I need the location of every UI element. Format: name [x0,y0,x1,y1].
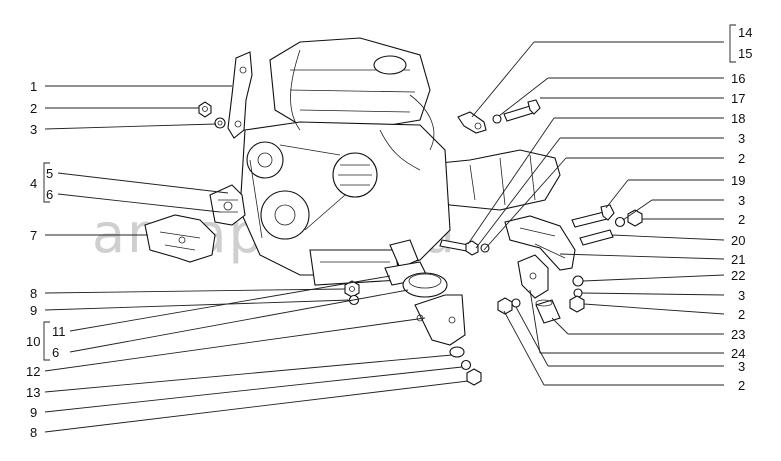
leader-lines [44,41,725,433]
washer-icon [214,117,226,129]
callout-label: 23 [731,327,745,342]
bolt-head-icon [527,99,541,115]
callout-label: 3 [738,359,745,374]
engine-block [239,37,561,286]
callout-label: 10 [26,334,40,349]
washer-icon [614,216,626,228]
valve-cover [269,37,431,131]
callout-label: 21 [731,252,745,267]
callout-label: 2 [738,212,745,227]
left-support-bracket [144,214,216,263]
washer-icon [572,275,584,287]
nut-icon [465,240,479,256]
right-callouts: 14 15 16 17 18 3 2 19 3 2 20 21 22 3 2 2… [731,25,752,393]
spacer-sleeve [535,299,561,324]
callout-label: 4 [30,176,37,191]
nut-icon [497,297,513,315]
washer-icon [449,346,465,358]
callout-label: 18 [731,111,745,126]
rear-mount-plate [389,239,419,269]
left-callouts: 1 2 3 4 5 6 7 8 9 10 11 6 12 13 9 8 [26,79,66,440]
bolt-icon [579,229,614,246]
washer-icon [460,359,472,371]
nut-icon [198,101,212,118]
callout-label: 9 [30,303,37,318]
callout-label: 3 [30,122,37,137]
lower-support-bracket [517,254,549,299]
callout-label: 3 [738,288,745,303]
callout-label: 22 [731,268,745,283]
nut-icon [466,368,482,386]
callout-label: 2 [738,378,745,393]
washer-icon [573,288,583,298]
callout-label: 2 [738,307,745,322]
oil-filler-cap [373,55,407,75]
callout-label: 3 [738,131,745,146]
callout-label: 14 [738,25,752,40]
callout-label: 5 [46,166,53,181]
callout-label: 16 [731,71,745,86]
bolt-icon [571,211,608,228]
nut-icon [569,295,585,313]
engine-mount-cushion [209,184,246,226]
callout-label: 13 [26,385,40,400]
callout-label: 3 [738,193,745,208]
rear-mount-cushion [402,272,448,298]
group-brackets [43,24,736,361]
callout-label: 8 [30,286,37,301]
callout-label: 7 [30,228,37,243]
callout-label: 1 [30,79,37,94]
callout-label: 24 [731,346,745,361]
nut-icon [627,209,643,227]
callout-label: 6 [52,345,59,360]
washer-icon [492,114,502,124]
rear-support-bracket [414,294,466,346]
lift-bracket [227,51,253,139]
nut-icon [344,280,360,298]
callout-label: 2 [30,101,37,116]
callout-label: 8 [30,425,37,440]
callout-label: 11 [52,324,66,339]
callout-label: 6 [46,187,53,202]
pump-pulley [246,141,284,179]
crank-pulley [260,190,310,240]
callout-label: 9 [30,405,37,420]
washer-icon [511,298,521,308]
callout-label: 15 [738,46,752,61]
ground-strap-terminal [457,111,487,134]
callout-label: 2 [738,151,745,166]
gearbox-mount-bracket [504,215,576,271]
callout-label: 20 [731,233,745,248]
callout-label: 19 [731,173,745,188]
callout-label: 17 [731,91,745,106]
callout-label: 12 [26,364,40,379]
